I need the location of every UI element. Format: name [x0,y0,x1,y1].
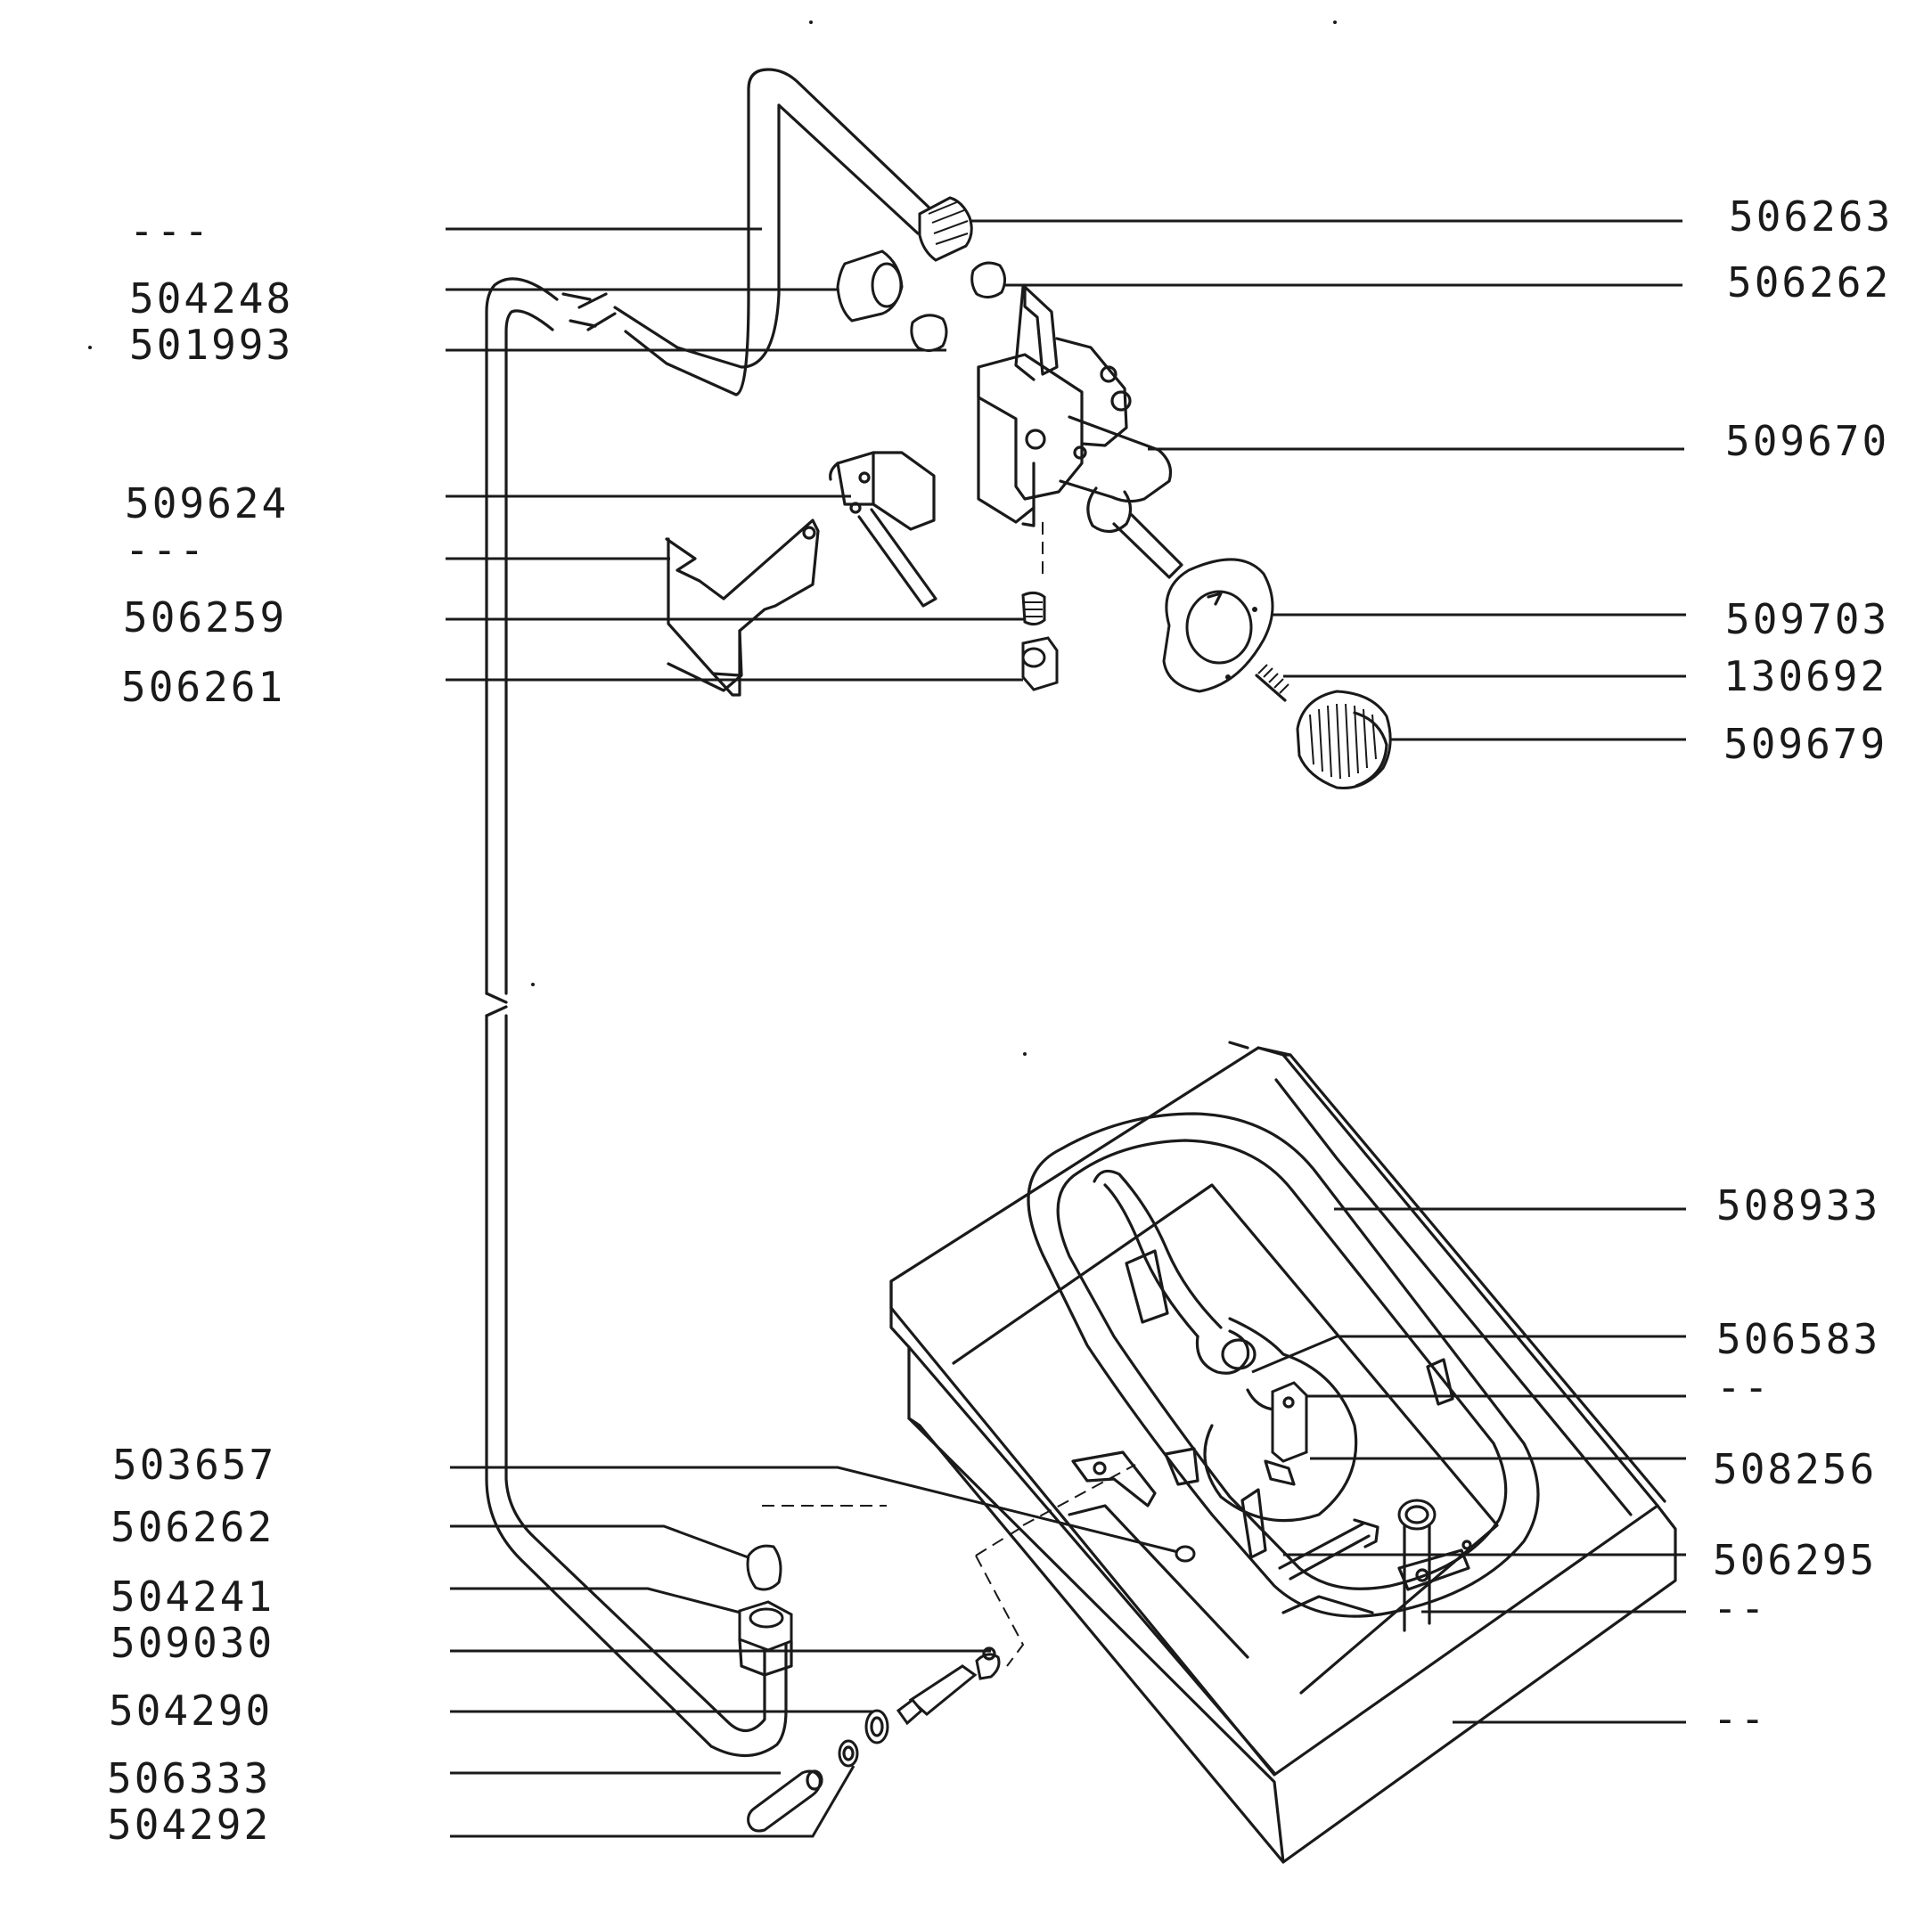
left-label: 501993 [129,321,293,369]
right-label: -- [1716,1363,1771,1411]
right-label: 506295 [1713,1536,1877,1584]
burner-box [889,1041,1677,1864]
left-labels: --- 504248 501993 509624 --- 506259 5062… [107,207,293,1849]
right-label: 506262 [1727,258,1891,306]
leader-lines [446,219,1686,1838]
right-label: 509679 [1723,720,1887,768]
left-label: 509030 [111,1619,274,1667]
right-label: 509703 [1725,595,1889,643]
left-label: 506333 [107,1754,271,1802]
left-label: 506259 [123,593,287,641]
gas-pipe [485,68,937,1758]
right-label: 508933 [1716,1181,1880,1230]
valve-assembly [665,196,1392,790]
right-label: 506263 [1729,192,1893,241]
left-label: --- [129,207,211,255]
right-labels: 506263 506262 509670 509703 130692 50967… [1713,192,1893,1743]
left-label: 504248 [129,274,293,323]
right-label: 509670 [1725,417,1889,465]
right-label: -- [1713,1695,1767,1743]
left-label: --- [125,526,207,574]
left-label: 509624 [125,479,289,527]
lower-fittings [738,1464,1136,1833]
left-label: 503657 [112,1441,276,1489]
right-label: 506583 [1716,1315,1880,1363]
right-label: 508256 [1713,1445,1877,1493]
scan-specks [88,20,1337,1056]
left-label: 504292 [107,1801,271,1849]
left-label: 504241 [111,1573,274,1621]
left-label: 506262 [111,1503,274,1551]
left-label: 506261 [121,663,285,711]
right-label: 130692 [1723,652,1887,700]
left-label: 504290 [109,1687,273,1735]
right-label: -- [1713,1584,1767,1632]
